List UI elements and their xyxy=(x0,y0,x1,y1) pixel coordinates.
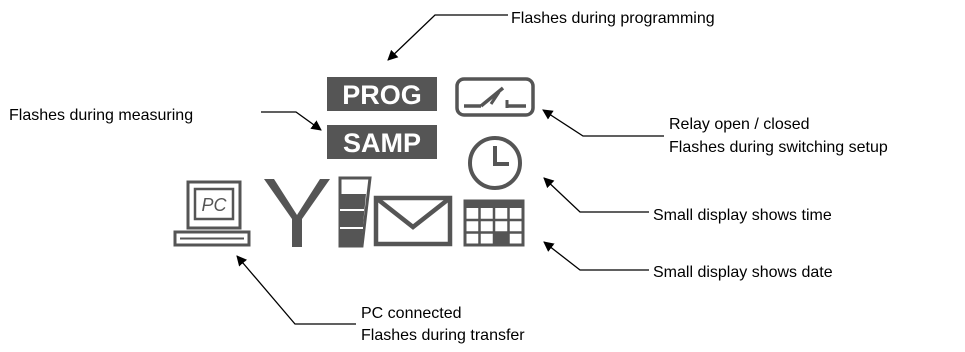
calendar-icon xyxy=(463,199,525,247)
label-programming: Flashes during programming xyxy=(511,10,715,27)
leader-pc xyxy=(236,255,356,325)
samp-text: SAMP xyxy=(343,128,421,158)
label-relay-line1: Relay open / closed xyxy=(669,116,810,133)
leader-measuring xyxy=(261,111,322,131)
prog-indicator-icon: PROG xyxy=(327,77,437,111)
prog-text: PROG xyxy=(342,80,422,110)
leader-date xyxy=(543,241,649,271)
relay-switch-icon xyxy=(455,77,535,117)
pc-icon: PC xyxy=(173,180,251,247)
label-date: Small display shows date xyxy=(653,264,833,281)
label-pc-line2: Flashes during transfer xyxy=(361,327,525,344)
leader-time xyxy=(543,177,649,213)
label-pc-line1: PC connected xyxy=(361,305,462,322)
pc-text: PC xyxy=(201,195,227,215)
label-relay-line2: Flashes during switching setup xyxy=(669,139,888,156)
clock-icon xyxy=(468,136,522,190)
antenna-icon xyxy=(264,179,330,247)
leader-programming xyxy=(387,14,508,61)
label-measuring: Flashes during measuring xyxy=(9,107,194,124)
label-time: Small display shows time xyxy=(653,207,832,224)
samp-indicator-icon: SAMP xyxy=(327,125,437,159)
envelope-icon xyxy=(373,195,453,247)
signal-strength-icon xyxy=(338,176,372,248)
leader-relay xyxy=(542,109,664,137)
